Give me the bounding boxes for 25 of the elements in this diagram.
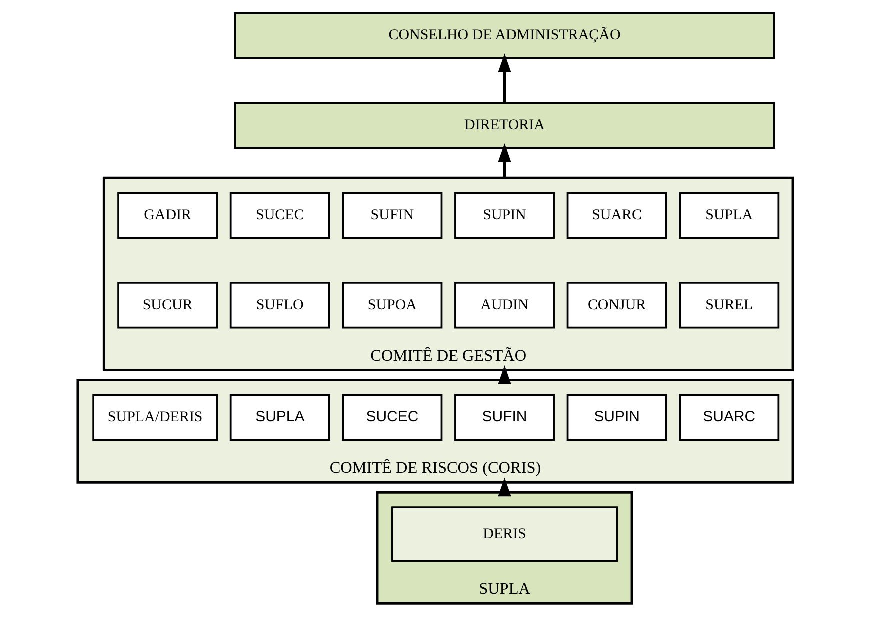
node-box: SUFIN (342, 192, 442, 239)
node-box: SUPLA (678, 192, 780, 239)
node-box: SUPOA (342, 282, 442, 329)
node-box: DERIS (391, 506, 618, 562)
node-box: SUREL (678, 282, 780, 329)
node-box: SUFIN (454, 394, 554, 442)
node-box: SUARC (678, 394, 780, 442)
arrow (498, 366, 511, 384)
node-box: DIRETORIA (234, 102, 775, 150)
node-box: SUCEC (342, 394, 442, 442)
node-box: AUDIN (454, 282, 554, 329)
node-box: SUPLA (229, 394, 330, 442)
node-box: SUCEC (229, 192, 330, 239)
node-box: SUARC (566, 192, 667, 239)
node-box: SUPLA/DERIS (92, 394, 218, 442)
node-box: SUFLO (229, 282, 330, 329)
arrow (498, 144, 511, 178)
arrow (498, 54, 511, 103)
node-box: GADIR (117, 192, 218, 239)
node-box: CONSELHO DE ADMINISTRAÇÃO (234, 12, 775, 60)
arrow (498, 478, 511, 497)
node-box: SUPIN (454, 192, 554, 239)
node-box: SUPIN (566, 394, 667, 442)
node-box: CONJUR (566, 282, 667, 329)
node-box: SUCUR (117, 282, 218, 329)
